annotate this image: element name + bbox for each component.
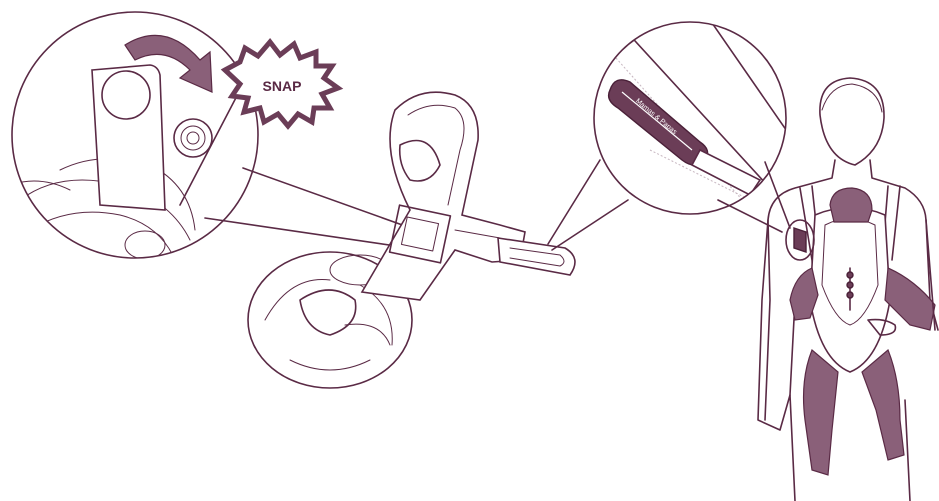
callout-line-hook-lower	[552, 200, 628, 250]
snap-label: SNAP	[263, 78, 302, 94]
clip-hook	[498, 238, 575, 275]
callout-line-lower	[205, 218, 410, 248]
hook-detail-magnifier: Mamas & Papas	[594, 20, 800, 220]
callout-line-hook-upper	[548, 160, 600, 244]
parent-with-carrier	[758, 78, 938, 501]
strap-loop	[362, 92, 525, 300]
toy-strap-assembly	[248, 92, 575, 388]
snap-detail-magnifier	[10, 12, 258, 260]
snap-starburst: SNAP	[225, 42, 338, 126]
